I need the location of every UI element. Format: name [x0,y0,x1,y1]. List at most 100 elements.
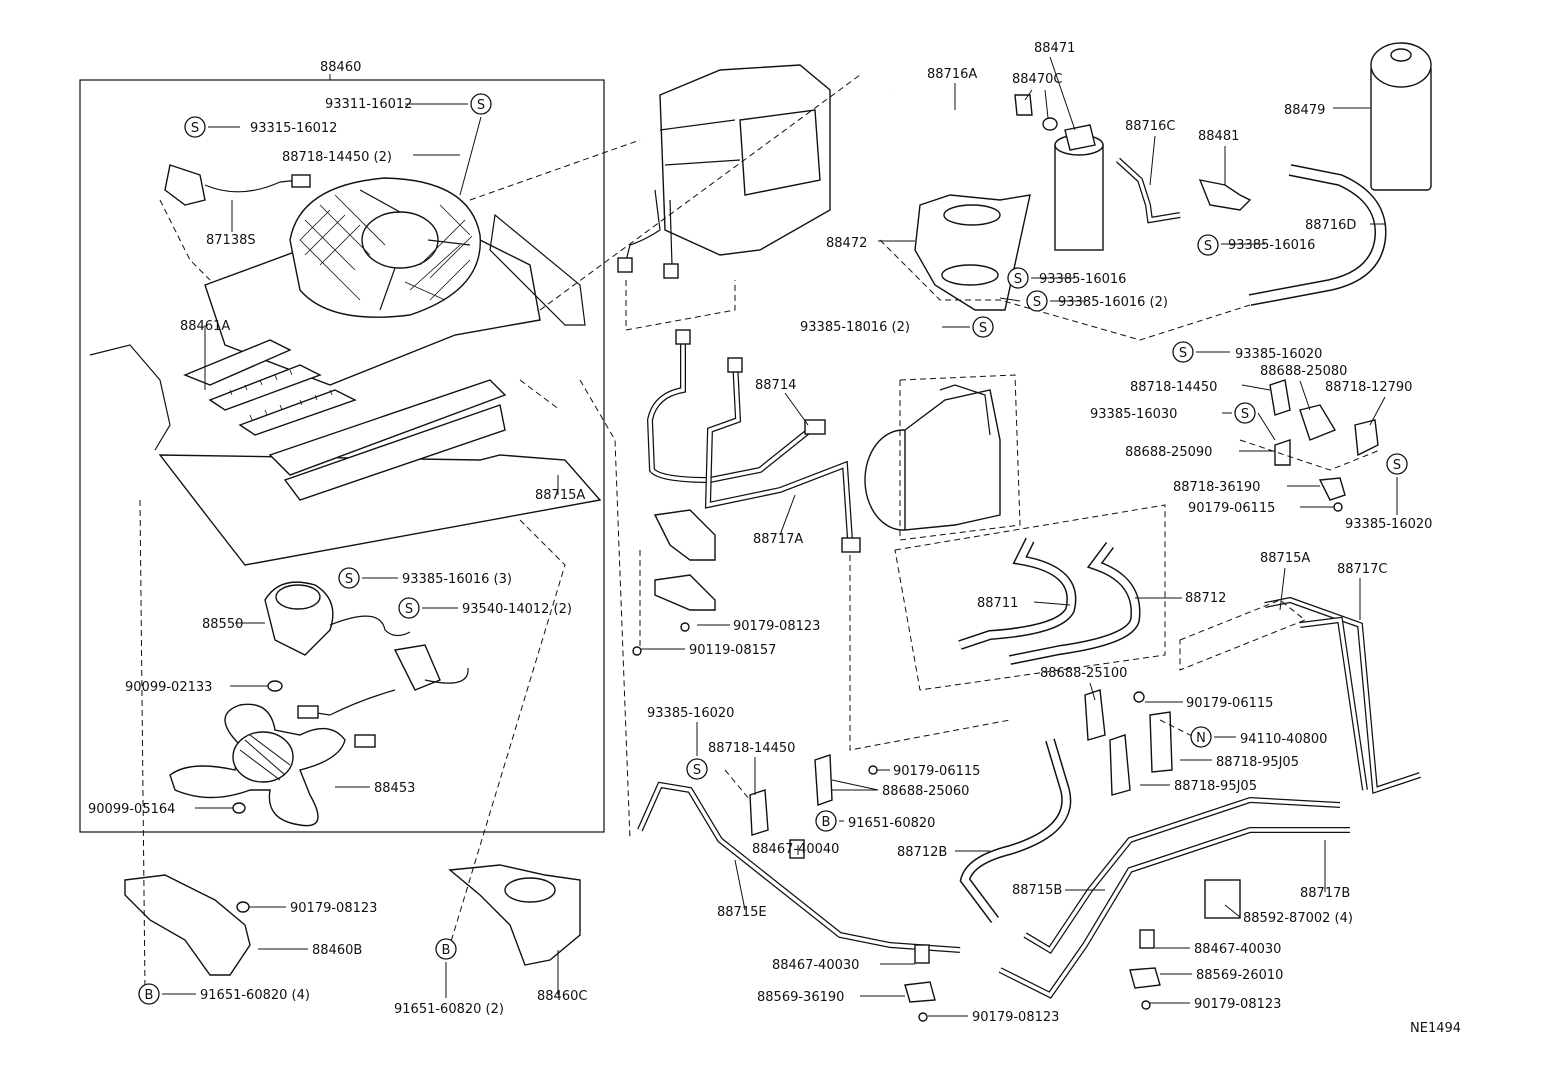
part-label: 88718-95J05 [1216,755,1299,770]
part-label: 88467-40030 [1194,942,1281,957]
pipe-88715e [637,781,961,953]
symbol-letter: S [1179,346,1187,361]
symbol-letter: S [1014,272,1022,287]
part-label: 88717B [1300,886,1350,901]
symbol-circle [686,758,708,780]
part-label: 93540-14012 (2) [462,602,572,617]
part-label: 93385-16020 [1345,517,1432,532]
symbol-circle [1007,267,1029,289]
condenser-core [89,213,602,566]
part-label: 88716C [1125,119,1175,134]
part-label: 88716A [927,67,977,82]
fastener-symbol-s: S [1386,453,1408,475]
hoses-88711-88712 [958,537,1141,665]
receiver-dryer [1014,94,1104,251]
symbol-circle [398,597,420,619]
part-label: 88569-26010 [1196,968,1283,983]
part-label: 93385-16016 (3) [402,572,512,587]
part-label: 88718-95J05 [1174,779,1257,794]
dryer-bracket [914,194,1031,311]
symbol-letter: N [1196,731,1206,746]
compressor [864,384,1001,531]
fastener-symbol-b: B [138,983,160,1005]
fastener-symbol-s: S [1172,341,1194,363]
fastener-symbol-b: B [435,938,457,960]
part-label: 88453 [374,781,415,796]
fastener-symbol-s: S [1234,402,1256,424]
part-label: 88718-14450 [708,741,795,756]
pipe-clamp-brackets [653,509,716,611]
part-label: 88481 [1198,129,1239,144]
part-label: 88716D [1305,218,1356,233]
part-label: 90179-08123 [290,901,377,916]
part-label: 93385-16016 [1228,238,1315,253]
part-label: 93385-16030 [1090,407,1177,422]
part-label: 88714 [755,378,796,393]
part-label: 88715B [1012,883,1062,898]
symbol-letter: S [477,98,485,113]
symbol-circle [815,810,837,832]
fasteners-left [232,680,283,913]
part-label: 90099-05164 [88,802,175,817]
bracket-88460b [124,874,251,976]
part-label: 88715A [535,488,585,503]
part-label: 90179-08123 [972,1010,1059,1025]
part-label: 88472 [826,236,867,251]
symbol-circle [138,983,160,1005]
condenser-assembly-frame [79,74,605,833]
symbol-circle [1172,341,1194,363]
part-label: 88711 [977,596,1018,611]
part-label: 88460 [320,60,361,75]
symbol-letter: B [145,988,154,1003]
part-label: 90179-06115 [1186,696,1273,711]
hose-88716d [1248,164,1387,306]
pipes-88714-88717a [646,329,861,553]
part-label: 90179-08123 [733,619,820,634]
fastener-symbol-s: S [1007,267,1029,289]
bracket-88460c [448,864,581,966]
symbol-circle [184,116,206,138]
pipes-88715b-88717b [998,796,1350,999]
symbol-letter: B [822,815,831,830]
symbol-letter: S [1033,295,1041,310]
fastener-symbol-s: S [972,316,994,338]
symbol-letter: S [345,572,353,587]
part-label: 90179-06115 [1188,501,1275,516]
part-label: 91651-60820 [848,816,935,831]
fastener-symbol-s: S [1026,290,1048,312]
part-label: 88712B [897,845,947,860]
symbol-letter: S [1241,407,1249,422]
part-label: 93315-16012 [250,121,337,136]
fastener-symbol-s: S [686,758,708,780]
part-label: 91651-60820 (4) [200,988,310,1003]
part-label: 88718-36190 [1173,480,1260,495]
symbol-circle [1026,290,1048,312]
part-label: 88715A [1260,551,1310,566]
part-label: 93385-16016 [1039,272,1126,287]
part-label: 88718-14450 (2) [282,150,392,165]
part-label: 90099-02133 [125,680,212,695]
symbol-letter: S [191,121,199,136]
hose-88712b [959,738,1072,923]
part-label: 88467-40030 [772,958,859,973]
dashed-guide-lines [139,74,1381,991]
part-label: 88688-25090 [1125,445,1212,460]
connector-87138s [164,164,311,232]
diagram-code: NE1494 [1410,1021,1461,1036]
part-label: 88550 [202,617,243,632]
symbol-letter: S [979,321,987,336]
fastener-symbol-s: S [338,567,360,589]
symbol-circle [972,316,994,338]
fan-blade [169,703,346,827]
part-label: 88688-25060 [882,784,969,799]
part-label: 88717C [1337,562,1387,577]
part-label: 94110-40800 [1240,732,1327,747]
fan-motor [264,581,469,748]
evaporator-unit [617,64,831,279]
symbol-circle [1386,453,1408,475]
part-label: 88471 [1034,41,1075,56]
part-label: 88460C [537,989,587,1004]
